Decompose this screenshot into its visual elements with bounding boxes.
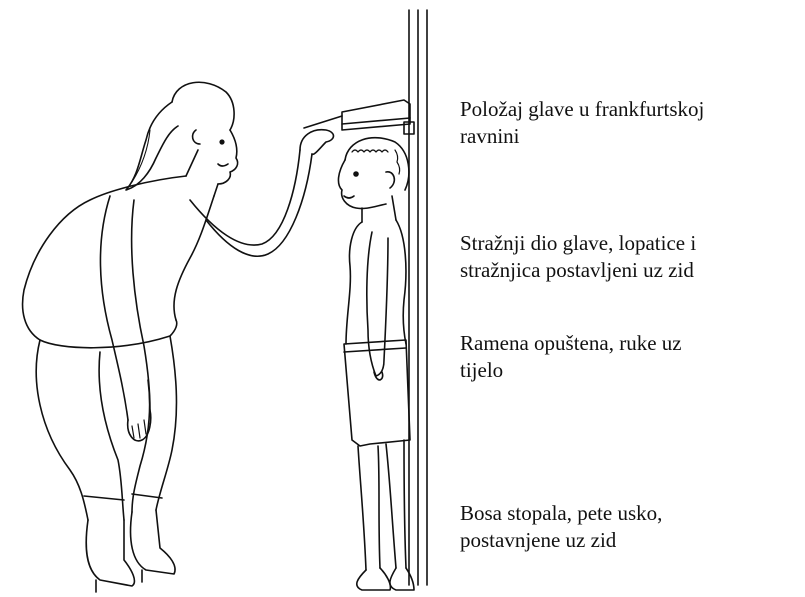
child-arm-back [376, 238, 388, 376]
child-foot-back [390, 568, 414, 590]
woman-left-arm-outer [100, 196, 128, 420]
caption-line: Ramena opuštena, ruke uz [460, 330, 800, 357]
woman-face [218, 130, 238, 184]
child-shorts [344, 340, 410, 446]
child-foot-front [357, 568, 391, 590]
caption-line: tijelo [460, 357, 800, 384]
child-mouth [344, 196, 354, 198]
woman-neck-back [186, 150, 198, 176]
child-face [338, 160, 386, 209]
caption-line: Stražnji dio glave, lopatice i [460, 230, 800, 257]
woman-neck-front [214, 184, 218, 196]
shorts-waistband [344, 348, 406, 352]
caption-line: Položaj glave u frankfurtskoj [460, 96, 800, 123]
child-hair-texture [352, 150, 388, 152]
child-leg-front-outer [358, 446, 366, 570]
child-figure [338, 138, 414, 590]
child-leg-back-outer [404, 440, 406, 568]
pants-hem-front [132, 494, 162, 498]
woman-leg-front-outer [156, 336, 176, 510]
child-eye [354, 172, 358, 176]
woman-arm-lower [206, 154, 312, 256]
caption-shoulders-relaxed: Ramena opuštena, ruke uz tijelo [460, 330, 800, 384]
pants-hem-back [84, 496, 124, 500]
caption-line: Bosa stopala, pete usko, [460, 500, 800, 527]
caption-bare-feet: Bosa stopala, pete usko, postavnjene uz … [460, 500, 800, 554]
woman-arm-upper [190, 150, 300, 245]
woman-hand [300, 130, 334, 155]
woman-left-arm-inner [132, 200, 150, 410]
caption-line: ravnini [460, 123, 800, 150]
caption-line: postavnjene uz zid [460, 527, 800, 554]
child-arm-front [367, 232, 376, 376]
woman-leg-front-inner [132, 380, 150, 512]
woman-fingers [132, 420, 146, 438]
child-hair-texture-back [395, 150, 400, 174]
woman-back [23, 176, 186, 340]
headboard-edge [342, 118, 410, 124]
child-leg-back-inner [386, 444, 396, 568]
caption-back-against-wall: Stražnji dio glave, lopatice i stražnjic… [460, 230, 800, 284]
woman-hair [172, 82, 234, 130]
woman-shoe-back [86, 520, 134, 586]
child-neck-back [392, 196, 396, 220]
woman-leg-back-outer [36, 340, 88, 520]
caption-line: stražnjica postavljeni uz zid [460, 257, 800, 284]
woman-eye [220, 140, 224, 144]
child-torso-front [346, 222, 362, 344]
stadiometer [342, 10, 427, 585]
woman-ponytail [126, 102, 178, 190]
child-hair [345, 138, 409, 190]
woman-mouth [218, 164, 228, 166]
woman-figure [23, 82, 342, 592]
caption-head-position: Položaj glave u frankfurtskoj ravnini [460, 96, 800, 150]
woman-shoe-front [131, 510, 176, 574]
child-leg-front-inner [378, 446, 380, 568]
child-ear [386, 172, 394, 188]
measuring-card [304, 116, 342, 128]
woman-chest [174, 196, 214, 320]
stadiometer-headboard [342, 100, 410, 130]
child-torso-back [396, 220, 406, 344]
woman-ear [193, 130, 200, 144]
